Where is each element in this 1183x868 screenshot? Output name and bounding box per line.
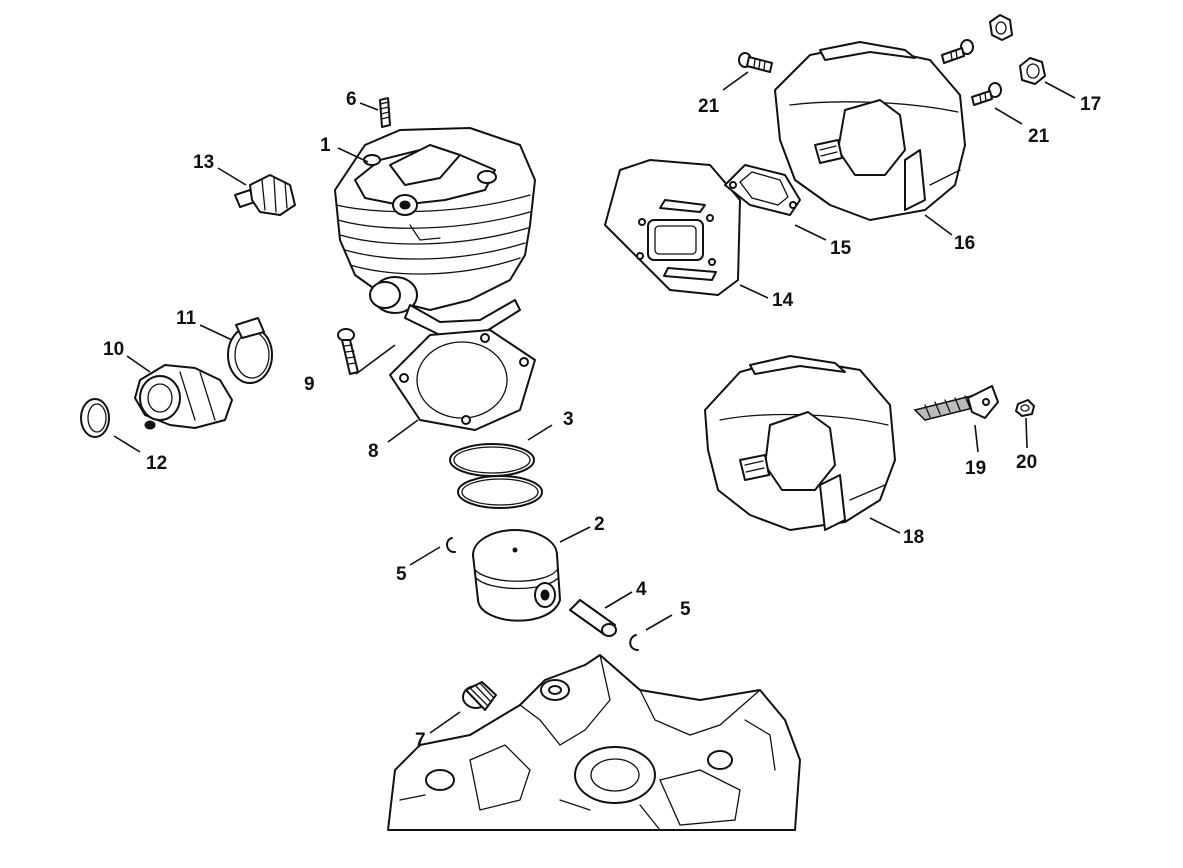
callout-18: 18 xyxy=(903,527,924,548)
callout-3: 3 xyxy=(563,409,574,430)
part-13-valve xyxy=(234,174,296,216)
part-19-spark-screen xyxy=(913,385,999,421)
part-14-heat-shield xyxy=(604,159,741,296)
callout-13: 13 xyxy=(193,152,214,173)
part-10-manifold xyxy=(134,364,233,430)
part-21-screw-left xyxy=(738,52,773,73)
part-5-circlip-left xyxy=(446,537,456,553)
part-17-nut-upper xyxy=(989,14,1013,41)
part-6-stud xyxy=(379,97,391,128)
callout-2: 2 xyxy=(594,514,605,535)
part-11-clamp xyxy=(227,317,273,384)
part-15-gasket xyxy=(724,164,801,216)
callout-4: 4 xyxy=(636,579,647,600)
callout-19: 19 xyxy=(965,458,986,479)
part-2-piston xyxy=(472,529,561,622)
callout-12: 12 xyxy=(146,453,167,474)
part-16-muffler xyxy=(774,41,966,221)
callout-14: 14 xyxy=(772,290,794,311)
callout-20: 20 xyxy=(1016,452,1037,473)
callout-5-right: 5 xyxy=(680,599,691,620)
callout-5-left: 5 xyxy=(396,564,407,585)
callout-10: 10 xyxy=(103,339,124,360)
part-5-circlip-right xyxy=(629,634,639,651)
callout-8: 8 xyxy=(368,441,379,462)
leader-lines xyxy=(113,71,1076,734)
crankcase xyxy=(387,654,801,831)
callout-9: 9 xyxy=(304,374,315,395)
part-21-screw-right xyxy=(971,82,1002,106)
part-8-gasket xyxy=(389,329,536,431)
part-21-screw-top xyxy=(941,39,974,64)
callout-7: 7 xyxy=(415,730,426,751)
cylinder xyxy=(334,127,536,336)
part-3-piston-rings xyxy=(449,443,543,509)
part-17-nut-lower xyxy=(1019,57,1046,85)
callout-labels: 1 2 3 4 5 5 6 7 8 9 10 11 12 13 14 15 16… xyxy=(103,89,1101,751)
part-18-muffler xyxy=(704,355,896,531)
part-4-piston-pin xyxy=(569,599,617,637)
part-12-ring xyxy=(80,398,110,438)
callout-17: 17 xyxy=(1080,94,1101,115)
part-9-screw xyxy=(337,328,396,375)
callout-11: 11 xyxy=(176,308,197,329)
callout-15: 15 xyxy=(830,238,852,259)
callout-21-left: 21 xyxy=(698,96,720,117)
callout-21-right: 21 xyxy=(1028,126,1050,147)
part-7-needle-cage xyxy=(462,681,497,711)
callout-1: 1 xyxy=(320,135,331,156)
callout-6: 6 xyxy=(346,89,357,110)
callout-16: 16 xyxy=(954,233,975,254)
part-20-screw xyxy=(1015,399,1035,417)
